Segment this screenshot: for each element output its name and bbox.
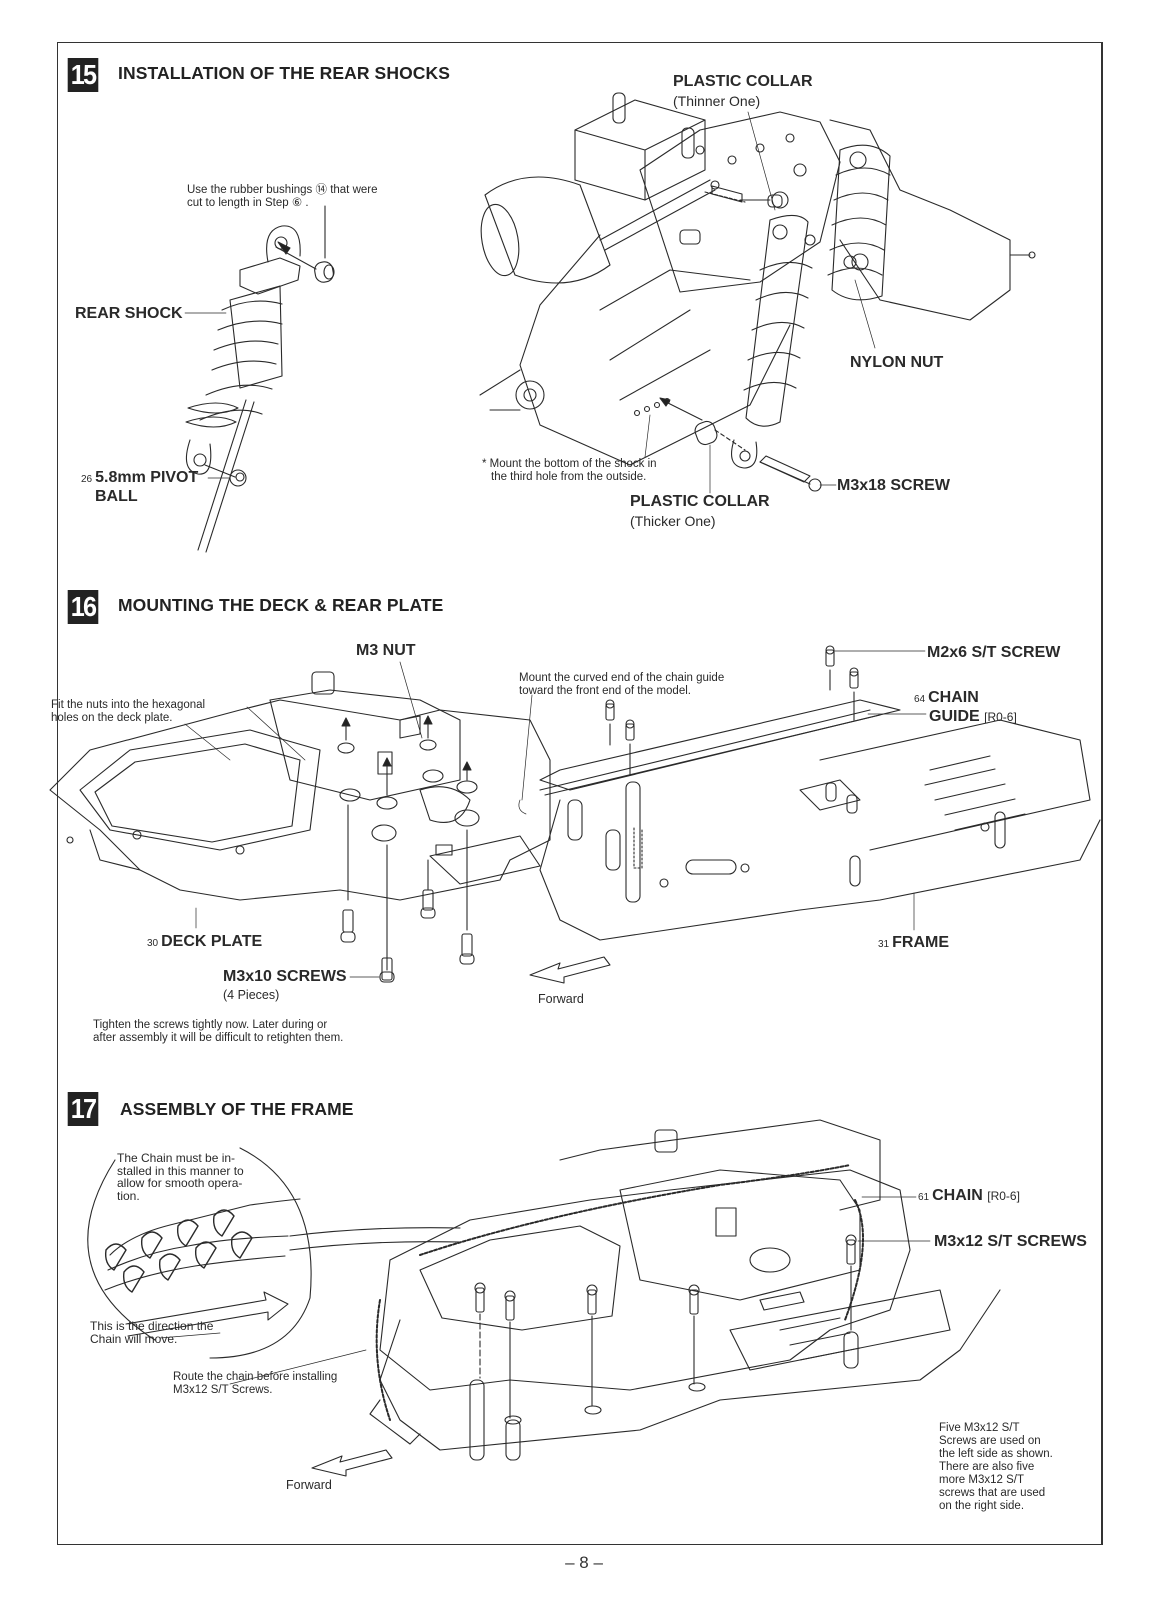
- m2x6-screws: [606, 646, 858, 740]
- chain-note: The Chain must be in- stalled in this ma…: [117, 1152, 244, 1202]
- route-note-line: M3x12 S/T Screws.: [173, 1384, 273, 1396]
- label-m3-nut: M3 NUT: [356, 642, 416, 659]
- guide-note-line: Mount the curved end of the chain guide: [519, 672, 725, 684]
- step-16-badge: 16: [67, 590, 99, 624]
- hex-note-line: Fit the nuts into the hexagonal: [51, 699, 206, 711]
- rear-shock-illustration: [185, 206, 335, 552]
- frame-assembly-illustration: [160, 1120, 1000, 1460]
- tighten-note-line: after assembly it will be difficult to r…: [93, 1032, 344, 1044]
- route-note-line: Route the chain before installing: [173, 1371, 338, 1383]
- label-rear-shock: REAR SHOCK: [75, 305, 183, 322]
- m3x12-screws: [475, 1235, 856, 1320]
- chain-detail-illustration: [88, 1148, 460, 1358]
- chain-note-line: tion.: [117, 1188, 140, 1203]
- label-forward-16: Forward: [538, 992, 584, 1006]
- chain-note-line: allow for smooth opera-: [117, 1176, 243, 1190]
- label-nylon-nut: NYLON NUT: [850, 354, 944, 371]
- step-15-title: INSTALLATION OF THE REAR SHOCKS: [118, 63, 451, 83]
- forward-arrow-17: [312, 1450, 392, 1476]
- label-m3x10-screws: M3x10 SCREWS: [223, 968, 347, 985]
- label-m2x6-screw: M2x6 S/T SCREW: [927, 644, 1061, 661]
- label-plastic-collar-thick-sub: (Thicker One): [630, 513, 716, 529]
- mount-note: * Mount the bottom of the shock in the t…: [482, 458, 657, 484]
- label-chain-guide-2: GUIDE [R0-6]: [929, 708, 1017, 726]
- five-screws-line: on the right side.: [939, 1500, 1025, 1512]
- forward-arrow-16: [530, 957, 610, 983]
- label-plastic-collar-thin: PLASTIC COLLAR: [673, 73, 813, 90]
- five-screws-line: There are also five: [939, 1461, 1035, 1473]
- chain-guide-text: GUIDE: [929, 708, 980, 725]
- five-screws-line: more M3x12 S/T: [939, 1474, 1024, 1486]
- direction-note: This is the direction the Chain will mov…: [90, 1320, 213, 1346]
- mount-note-line: * Mount the bottom of the shock in: [482, 458, 657, 470]
- chain-note-line: The Chain must be in-: [117, 1151, 236, 1165]
- label-plastic-collar-thick: PLASTIC COLLAR: [630, 493, 770, 510]
- part-number: 31: [878, 939, 890, 950]
- chain-guide-ref: [R0-6]: [984, 710, 1017, 724]
- five-screws-line: screws that are used: [939, 1487, 1046, 1499]
- page-number: – 8 –: [565, 1553, 603, 1572]
- chain-ref: [R0-6]: [987, 1189, 1020, 1203]
- m3x10-screws: [341, 890, 474, 982]
- chain-note-line: stalled in this manner to: [117, 1163, 244, 1178]
- tighten-note: Tighten the screws tightly now. Later du…: [93, 1019, 343, 1045]
- five-screws-line: Five M3x12 S/T: [939, 1422, 1020, 1434]
- tighten-note-line: Tighten the screws tightly now. Later du…: [93, 1019, 328, 1031]
- part-number: 30: [147, 938, 159, 949]
- part-number: 26: [81, 474, 93, 485]
- step-17-badge: 17: [67, 1092, 99, 1126]
- rear-suspension-illustration: [476, 93, 1035, 493]
- deck-plate-text: DECK PLATE: [161, 933, 263, 950]
- guide-note: Mount the curved end of the chain guide …: [519, 672, 724, 698]
- mount-note-line: the third hole from the outside.: [491, 471, 647, 483]
- bushing-note-line: Use the rubber bushings ⑭ that were: [187, 184, 378, 196]
- bushing-note-line: cut to length in Step ⑥ .: [187, 197, 309, 209]
- five-screws-note: Five M3x12 S/T Screws are used on the le…: [939, 1422, 1061, 1513]
- direction-note-line: This is the direction the: [90, 1319, 214, 1333]
- direction-arrow: [126, 1292, 288, 1336]
- hex-note-line: holes on the deck plate.: [51, 712, 173, 724]
- step-16-title: MOUNTING THE DECK & REAR PLATE: [118, 595, 444, 615]
- pivot-ball-text: 5.8mm PIVOT: [95, 469, 199, 486]
- step-15-badge: 15: [67, 58, 99, 92]
- part-number: 64: [914, 694, 926, 705]
- part-number: 61: [918, 1192, 930, 1203]
- label-m3x10-sub: (4 Pieces): [223, 988, 280, 1002]
- page-border: [57, 42, 1103, 1545]
- direction-note-line: Chain will move.: [90, 1332, 178, 1346]
- frame-text: FRAME: [892, 934, 950, 951]
- hex-note: Fit the nuts into the hexagonal holes on…: [51, 699, 205, 725]
- deck-plate-illustration: [50, 662, 550, 982]
- five-screws-line: the left side as shown.: [939, 1448, 1053, 1460]
- label-m3x18-screw: M3x18 SCREW: [837, 477, 950, 494]
- five-screws-line: Screws are used on: [939, 1435, 1041, 1447]
- chain-text: CHAIN: [932, 1187, 983, 1204]
- bushing-note: Use the rubber bushings ⑭ that were cut …: [187, 184, 378, 210]
- label-plastic-collar-thin-sub: (Thinner One): [673, 93, 761, 109]
- guide-note-line: toward the front end of the model.: [519, 685, 691, 697]
- label-pivot-ball-2: BALL: [95, 488, 138, 505]
- label-m3x12-screws: M3x12 S/T SCREWS: [934, 1233, 1087, 1250]
- chain-guide-text: CHAIN: [928, 689, 979, 706]
- step-17-title: ASSEMBLY OF THE FRAME: [120, 1099, 354, 1119]
- route-note: Route the chain before installing M3x12 …: [173, 1371, 337, 1397]
- frame-illustration: [519, 646, 1100, 940]
- label-forward-17: Forward: [286, 1478, 332, 1492]
